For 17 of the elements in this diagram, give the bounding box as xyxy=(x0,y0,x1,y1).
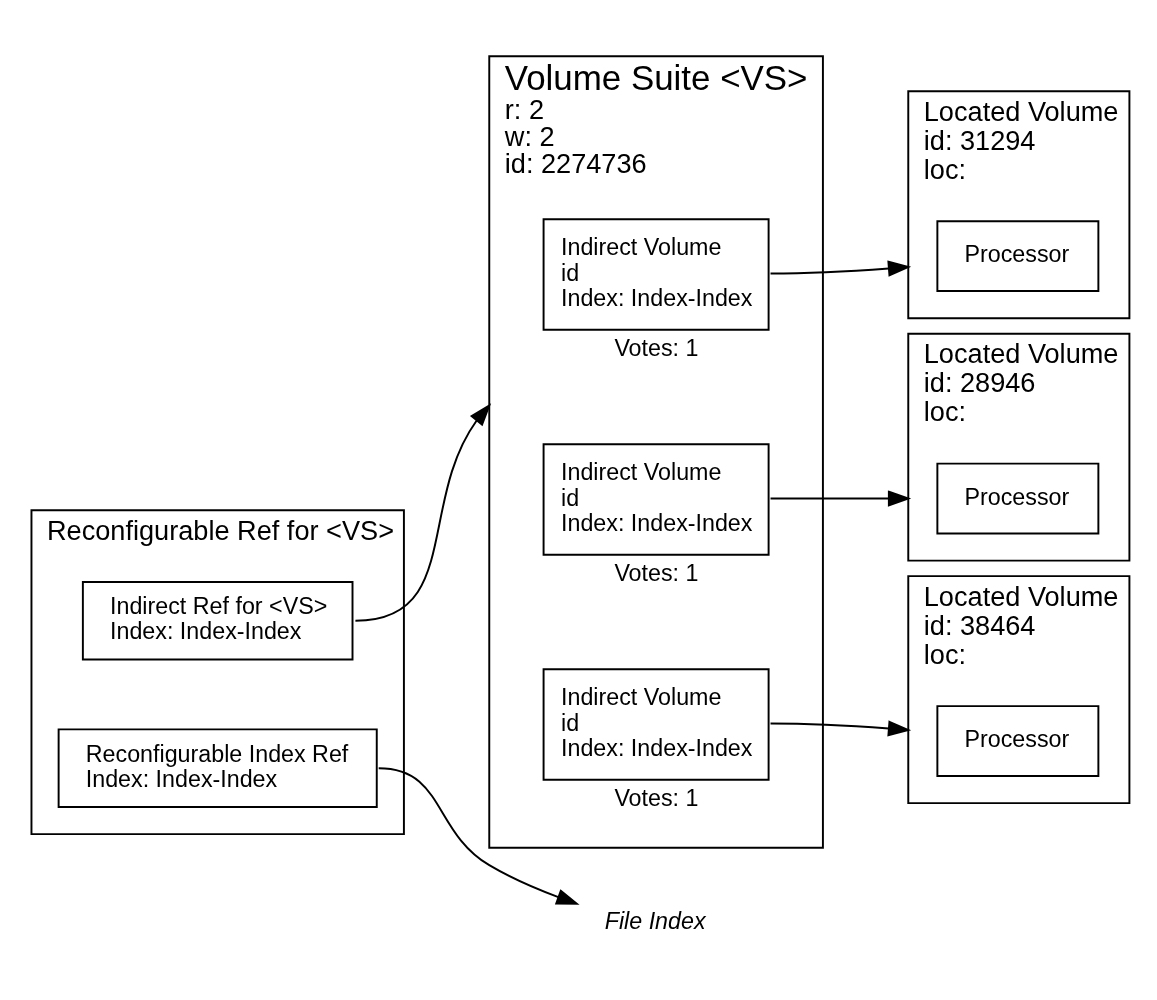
node-box: Indirect Volume id Index: Index-Index xyxy=(542,217,770,331)
arrow xyxy=(769,489,912,507)
arrow xyxy=(354,402,492,622)
arrow xyxy=(769,719,912,737)
node-label: Votes: 1 xyxy=(614,784,699,811)
node-box: Processor xyxy=(936,704,1100,777)
arrow xyxy=(377,766,580,905)
arrow xyxy=(769,260,912,277)
node-label: Votes: 1 xyxy=(614,334,699,361)
node-box: Processor xyxy=(936,462,1100,534)
node-box: Indirect Volume id Index: Index-Index xyxy=(542,442,770,556)
node-box: Indirect Volume id Index: Index-Index xyxy=(542,667,770,781)
node-box: Indirect Ref for <VS> Index: Index-Index xyxy=(81,580,354,661)
node-box: Reconfigurable Index Ref Index: Index-Index xyxy=(57,727,378,808)
node-label: Votes: 1 xyxy=(614,559,699,586)
node-text: File Index xyxy=(604,907,706,934)
node-box: Processor xyxy=(936,219,1100,292)
